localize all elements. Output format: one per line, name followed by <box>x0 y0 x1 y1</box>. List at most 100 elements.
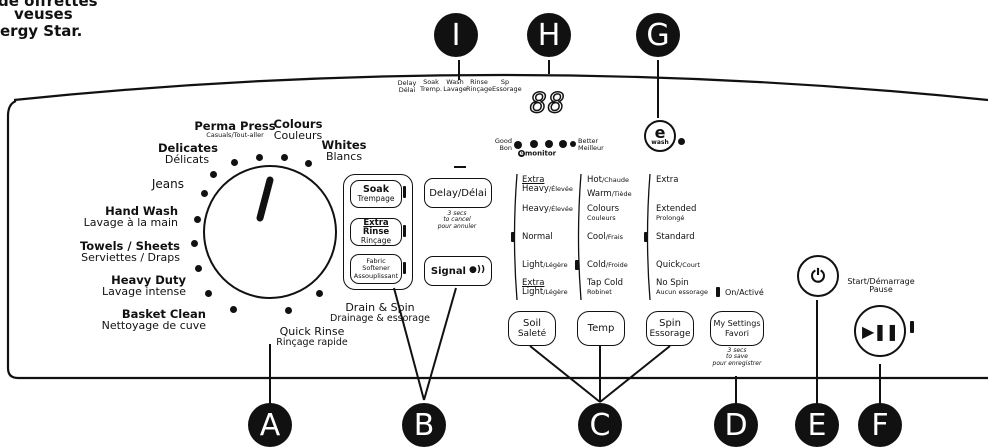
dial-position-dot <box>195 265 202 272</box>
cycle-jeans: Jeans <box>151 177 184 191</box>
cycle-selector-dial[interactable] <box>190 140 350 320</box>
extra-rinse-button[interactable]: Extra Rinse Rinçage <box>350 218 402 246</box>
soak-indicator-light <box>403 186 406 198</box>
callout-g: G <box>636 13 680 57</box>
my-settings-button[interactable]: My Settings Favori <box>710 311 764 346</box>
callout-a: A <box>248 403 292 447</box>
temp-level-bracket <box>577 173 582 301</box>
emonitor-dot <box>570 141 576 147</box>
start-indicator-light <box>910 321 914 333</box>
temp-cool: Cool/Frais <box>587 232 624 242</box>
emonitor-dot <box>514 141 522 149</box>
soil-button[interactable]: Soil Saleté <box>508 311 556 346</box>
callout-c: C <box>578 403 622 447</box>
ewash-button[interactable]: e wash <box>644 120 676 152</box>
on-active-label: On/Activé <box>725 288 764 297</box>
soil-light: Light/Légère <box>522 260 568 270</box>
ewash-logo-e: e <box>654 123 666 142</box>
spin-quick: Quick/Court <box>656 260 701 270</box>
header-text-line1: de offrettes <box>0 0 98 10</box>
dial-position-dot <box>194 216 201 223</box>
my-settings-indicator-light <box>716 287 720 297</box>
option-button-group <box>343 174 413 290</box>
temp-cold: Cold/Froide <box>587 260 628 270</box>
play-pause-icon: ▶❚❚ <box>861 321 899 341</box>
my-settings-save-note: 3 secs to save pour enregistrer <box>712 347 762 367</box>
ewash-logo-sub: wash <box>651 139 669 146</box>
start-pause-button[interactable]: ▶❚❚ <box>854 305 906 357</box>
soil-indicator-light <box>511 232 515 242</box>
emonitor-dot <box>559 140 567 148</box>
extra-rinse-indicator-light <box>403 225 406 237</box>
callout-h: H <box>527 13 571 57</box>
fabric-softener-button[interactable]: Fabric Softener Assouplissant <box>350 254 402 284</box>
power-button[interactable]: ⏻ <box>797 255 839 297</box>
callout-i: I <box>434 13 478 57</box>
temp-hot: Hot/Chaude <box>587 175 630 185</box>
header-text-line3: ergy Star. <box>0 22 83 40</box>
soak-button[interactable]: Soak Trempage <box>350 180 402 208</box>
delay-indicator-light <box>454 166 466 168</box>
temp-indicator-light <box>575 260 579 270</box>
dial-position-dot <box>230 306 237 313</box>
dial-position-dot <box>201 190 208 197</box>
dial-position-dot <box>281 154 288 161</box>
dial-position-dot <box>231 159 238 166</box>
dial-position-dot <box>285 307 292 314</box>
temp-button[interactable]: Temp <box>577 311 625 346</box>
signal-button[interactable]: Signal ●)) <box>424 256 492 286</box>
emonitor-dot <box>545 140 553 148</box>
callout-e: E <box>795 403 839 447</box>
header-text-line2: veuses <box>14 5 73 23</box>
soil-heavy: Heavy/Élevée <box>522 204 573 214</box>
callout-d: D <box>714 403 758 447</box>
callout-f: F <box>858 403 902 447</box>
digital-display: 88 <box>529 86 566 119</box>
emonitor-logo: emonitor <box>518 149 557 158</box>
emonitor-dot <box>530 140 538 148</box>
delay-cancel-note: 3 secs to cancel pour annuler <box>437 210 477 230</box>
spin-button[interactable]: Spin Essorage <box>646 311 694 346</box>
power-icon: ⏻ <box>810 265 826 287</box>
dial-position-dot <box>205 290 212 297</box>
spin-extra: Extra <box>656 175 679 185</box>
dial-position-dot <box>305 160 312 167</box>
spin-indicator-light <box>644 232 648 242</box>
spin-standard: Standard <box>656 232 695 242</box>
fabric-softener-indicator-light <box>403 262 406 274</box>
ewash-indicator-light <box>678 138 685 145</box>
sound-icon: ●)) <box>469 265 486 276</box>
dial-position-dot <box>256 154 263 161</box>
temp-warm: Warm/Tiède <box>587 189 632 199</box>
dial-position-dot <box>191 240 198 247</box>
dial-position-dot <box>210 171 217 178</box>
soil-normal: Normal <box>522 232 553 242</box>
delay-button[interactable]: Delay/Délai <box>424 178 492 208</box>
callout-b: B <box>402 403 446 447</box>
